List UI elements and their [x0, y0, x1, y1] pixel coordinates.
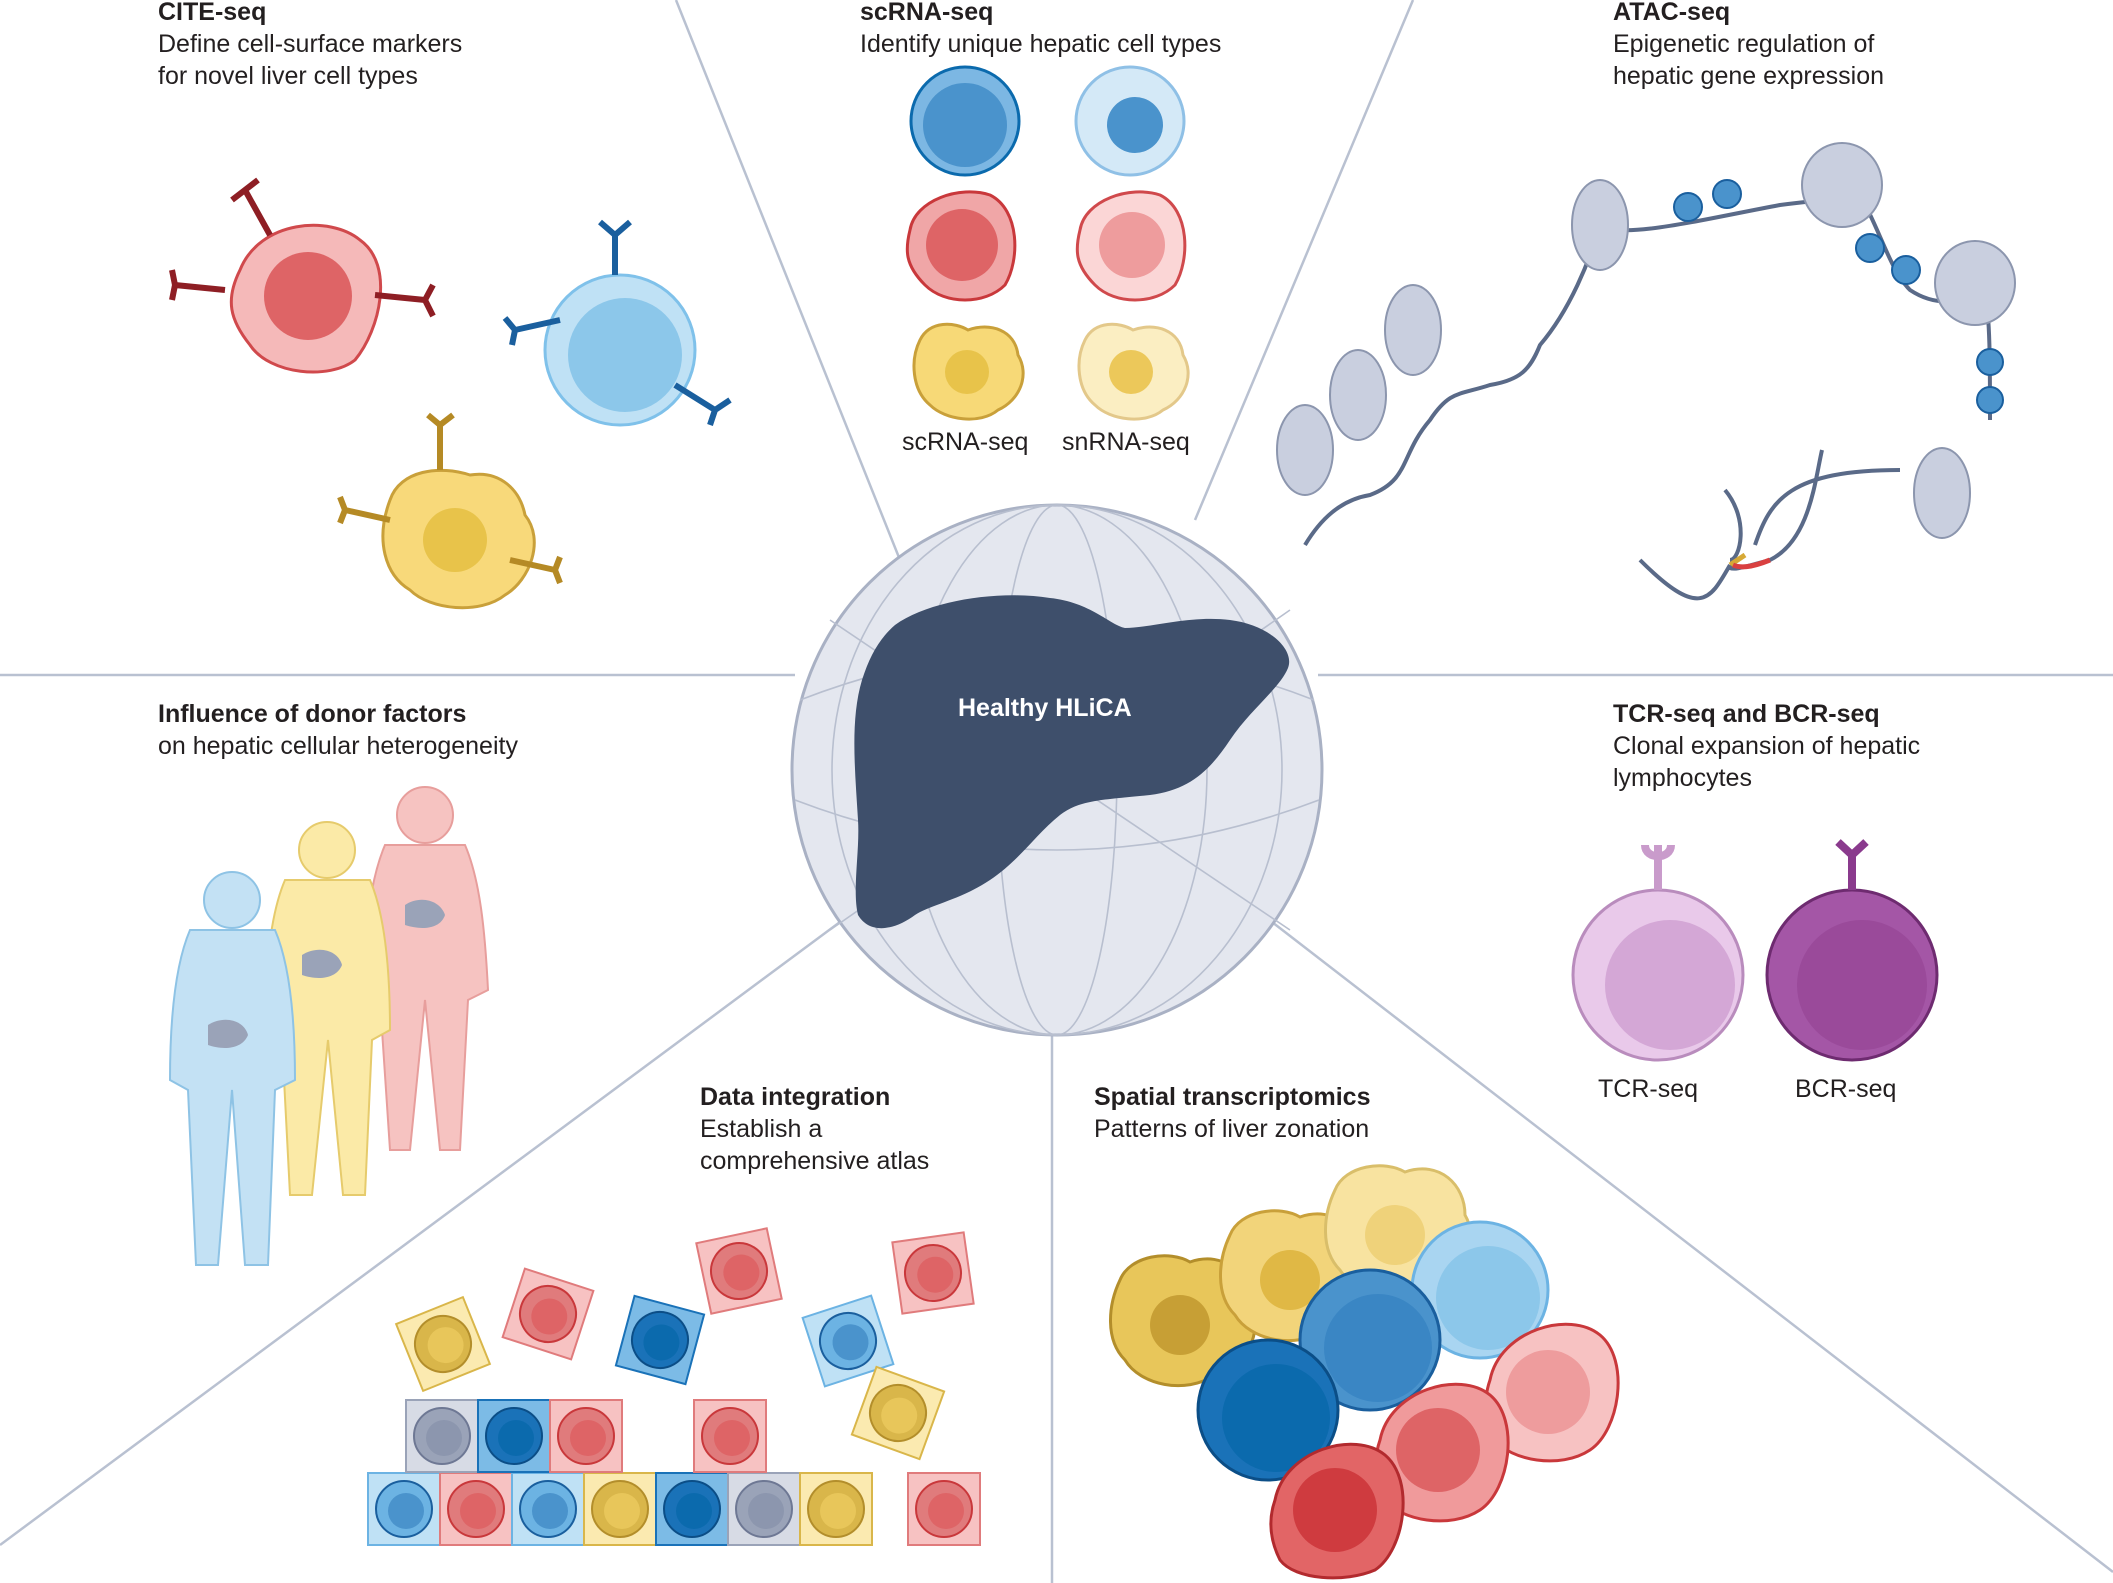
label-scrna-seq: scRNA-seq	[902, 428, 1029, 456]
nucleosomes	[1276, 142, 2016, 539]
panel-cite-seq: CITE-seq Define cell-surface markers for…	[158, 0, 462, 92]
cell-tile	[477, 1399, 551, 1473]
divider-bottom-left	[0, 920, 841, 1547]
divider-top-left	[674, 0, 902, 561]
cell-tile	[501, 1267, 595, 1361]
panel-description: comprehensive atlas	[700, 1147, 930, 1175]
panel-description: on hepatic cellular heterogeneity	[158, 732, 518, 760]
liver-shape	[854, 595, 1290, 929]
tcr-bcr-illustration	[1571, 839, 1939, 1062]
cite-red-cell	[169, 177, 436, 374]
label-tcr-seq: TCR-seq	[1598, 1075, 1699, 1103]
cell-tile	[850, 1365, 946, 1461]
atac-seq-illustration	[1276, 142, 2016, 601]
panel-title: Spatial transcriptomics	[1094, 1083, 1371, 1111]
cell-tile	[583, 1472, 657, 1546]
center-label: Healthy HLiCA	[958, 694, 1132, 722]
panel-atac-seq: ATAC-seq Epigenetic regulation of hepati…	[1613, 0, 1884, 92]
cell-tile	[439, 1472, 513, 1546]
label-snrna-seq: snRNA-seq	[1062, 428, 1190, 456]
panel-title: Influence of donor factors	[158, 700, 467, 728]
antibody-icon	[337, 412, 563, 585]
panel-donor-factors: Influence of donor factors on hepatic ce…	[158, 698, 518, 762]
cite-yellow-cell	[337, 412, 563, 610]
cell-tile	[891, 1231, 975, 1315]
data-integration-illustration	[367, 1227, 981, 1546]
panel-description: Define cell-surface markers	[158, 30, 463, 58]
cell-tile	[801, 1294, 895, 1388]
bcr-receptor-icon	[1835, 839, 1869, 890]
antibody-icon	[502, 219, 732, 426]
cell-tile	[695, 1227, 783, 1315]
panel-title: CITE-seq	[158, 0, 267, 26]
body-male-blue	[168, 871, 297, 1266]
cite-blue-cell	[502, 219, 732, 427]
panel-title: scRNA-seq	[860, 0, 994, 26]
cell-tile	[614, 1294, 706, 1386]
cell-tile	[727, 1472, 801, 1546]
tcr-receptor-icon	[1641, 844, 1675, 890]
spatial-transcriptomics-illustration	[1109, 1164, 1620, 1580]
panel-title: Data integration	[700, 1083, 891, 1111]
panel-description: Identify unique hepatic cell types	[860, 30, 1222, 58]
label-bcr-seq: BCR-seq	[1795, 1075, 1897, 1103]
panel-scrna-seq: scRNA-seq Identify unique hepatic cell t…	[860, 0, 1221, 60]
panel-description: lymphocytes	[1613, 764, 1752, 792]
divider-top-right	[1193, 0, 1415, 521]
body-female-yellow	[263, 821, 392, 1196]
cell-tile	[655, 1472, 729, 1546]
cell-tile	[511, 1472, 585, 1546]
panel-spatial-transcriptomics: Spatial transcriptomics Patterns of live…	[1094, 1081, 1370, 1145]
antibody-icon	[169, 177, 436, 318]
panel-description: Epigenetic regulation of	[1613, 30, 1875, 58]
panel-description: Clonal expansion of hepatic	[1613, 732, 1921, 760]
cell-tile	[367, 1472, 441, 1546]
panel-description: Establish a	[700, 1115, 823, 1143]
panel-description: for novel liver cell types	[158, 62, 418, 90]
cell-tile	[799, 1472, 873, 1546]
panel-tcr-bcr-seq: TCR-seq and BCR-seq Clonal expansion of …	[1613, 698, 1920, 794]
panel-title: ATAC-seq	[1613, 0, 1731, 26]
cell-tile	[693, 1399, 767, 1473]
panel-description: hepatic gene expression	[1613, 62, 1885, 90]
cell-tile	[394, 1295, 492, 1393]
cell-tile	[405, 1399, 479, 1473]
donor-factors-illustration	[168, 786, 490, 1266]
panel-title: TCR-seq and BCR-seq	[1613, 700, 1880, 728]
cell-tile	[549, 1399, 623, 1473]
divider-bottom-right	[1271, 921, 2113, 1573]
panel-description: Patterns of liver zonation	[1094, 1115, 1370, 1143]
scrna-seq-illustration	[905, 65, 1190, 421]
panel-data-integration: Data integration Establish a comprehensi…	[700, 1081, 929, 1177]
cite-seq-illustration	[169, 177, 732, 610]
cell-tile	[907, 1472, 981, 1546]
transcription-factors	[1673, 179, 2004, 414]
